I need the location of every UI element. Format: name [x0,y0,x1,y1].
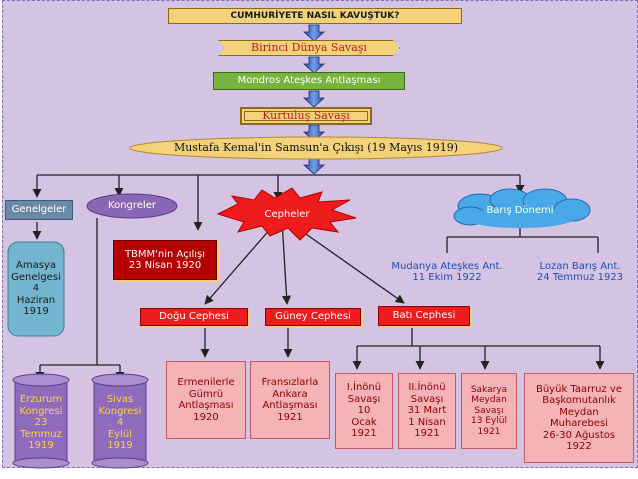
node-genelgeler: Genelgeler [5,200,73,220]
node-ankara: Fransızlarla Ankara Antlaşması 1921 [250,361,330,439]
node-liberation-war: Kurtuluş Savaşı [240,107,372,125]
kongreler-shape [86,193,178,219]
node-sivas: Sivas Kongresi 4 Eylül 1919 [98,394,142,452]
cepheler-burst-shape [216,187,357,241]
baris-cloud-shape [453,188,591,228]
node-mudanya: Mudanya Ateşkes Ant. 11 Ekim 1922 [391,260,503,284]
page-title: CUMHURİYETE NASIL KAVUŞTUK? [168,8,462,24]
node-mondros: Mondros Ateşkes Antlaşması [213,72,405,90]
node-samsun: Mustafa Kemal'in Samsun'a Çıkışı (19 May… [173,140,459,154]
scroll-shapes [12,373,149,469]
samsun-shape [129,136,503,160]
node-lozan: Lozan Barış Ant. 24 Temmuz 1923 [536,260,624,284]
node-cepheler: Cepheler [264,209,310,221]
node-buyuk-taarruz: Büyük Taarruz ve Başkomutanlık Meydan Mu… [524,373,634,463]
node-erzurum: Erzurum Kongresi 23 Temmuz 1919 [19,394,63,452]
node-dogu-cephesi: Doğu Cephesi [140,308,248,326]
node-gumru: Ermenilerle Gümrü Antlaşması 1920 [166,361,246,439]
node-amasya: Amasya Genelgesi 4 Haziran 1919 [11,260,61,318]
node-inonu-1: I.İnönü Savaşı 10 Ocak 1921 [335,373,393,449]
node-inonu-2: II.İnönü Savaşı 31 Mart 1 Nisan 1921 [398,373,456,449]
node-guney-cephesi: Güney Cephesi [265,308,361,326]
node-world-war: Birinci Dünya Savaşı [218,40,400,56]
node-baris-donemi: Barış Dönemi [486,205,554,217]
node-kongreler: Kongreler [108,200,156,212]
node-sakarya: Sakarya Meydan Savaşı 13 Eylül 1921 [461,373,517,449]
tree-lines [32,174,605,381]
node-bati-cephesi: Batı Cephesi [378,306,470,326]
node-tbmm: TBMM'nin Açılışı 23 Nisan 1920 [113,240,217,280]
